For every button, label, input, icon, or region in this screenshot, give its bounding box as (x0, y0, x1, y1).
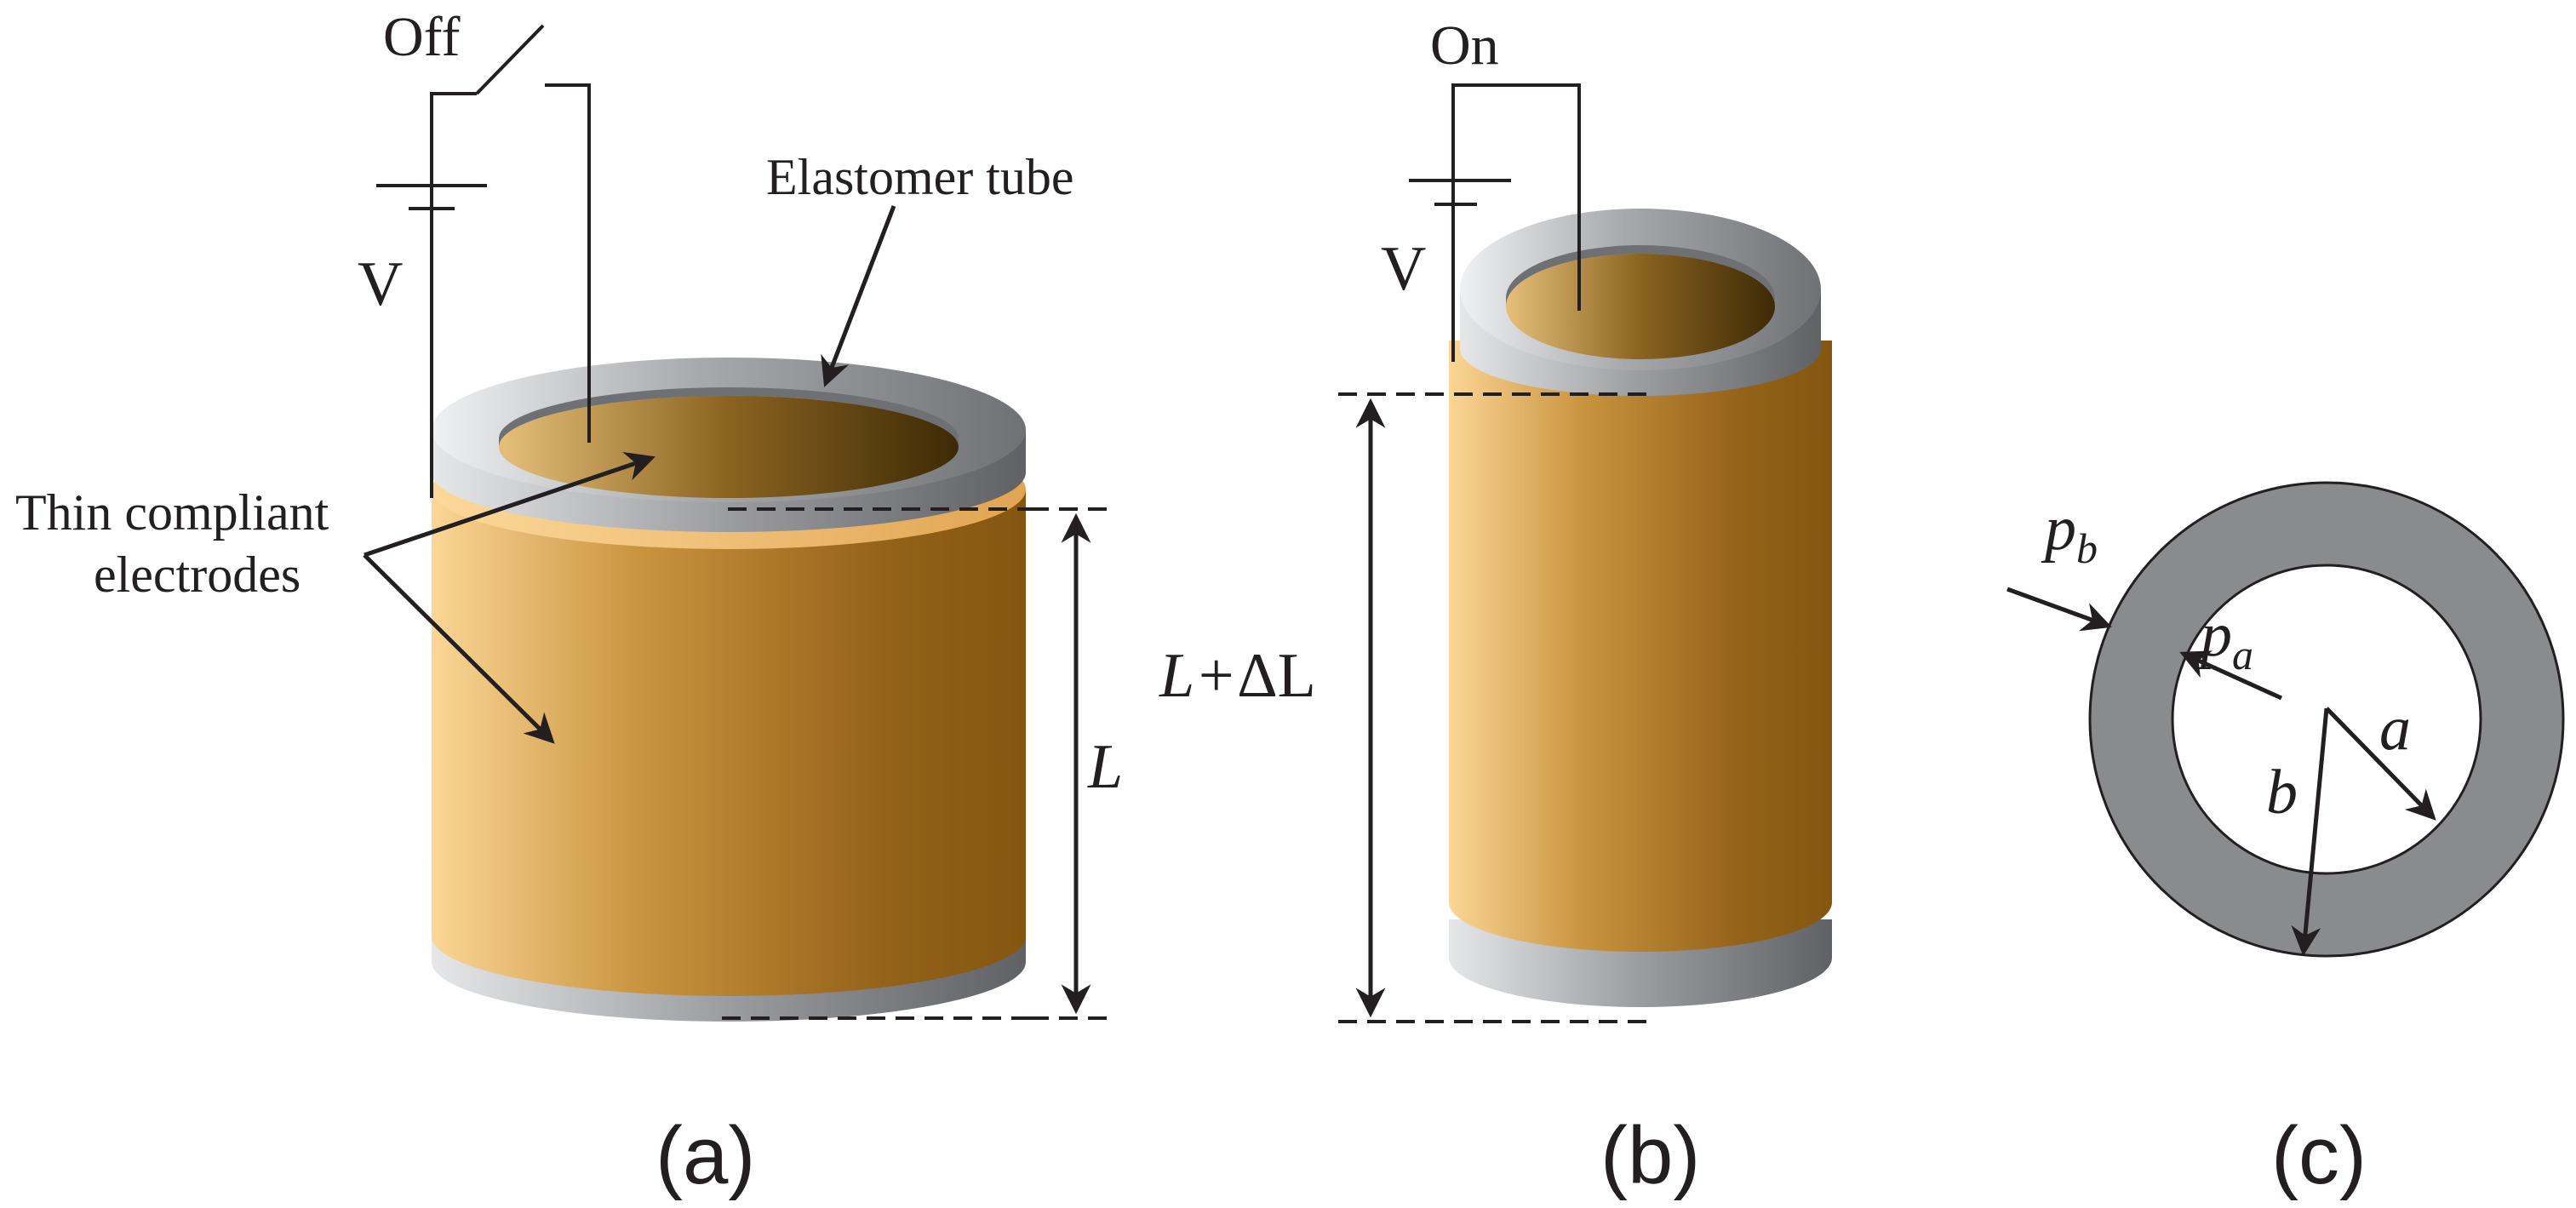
elastomer-tube-label: Elastomer tube (766, 149, 1074, 205)
panel-b: On V L+ΔL (b) (1159, 14, 1832, 1201)
electrode-label-line2: electrodes (94, 547, 301, 603)
outer-radius-label: b (2266, 758, 2298, 827)
tube-pointer-arrow (821, 205, 896, 387)
circuit-b (1409, 83, 1581, 362)
panel-c: pb pa a b (c) (2006, 481, 2565, 1201)
inner-pressure-arrow (2179, 650, 2283, 701)
inner-radius-label: a (2379, 694, 2411, 764)
outer-pressure-label: pb (2041, 494, 2098, 572)
caption-c: (c) (2271, 1110, 2367, 1201)
inner-electrode-surface-b (1506, 254, 1775, 359)
caption-b: (b) (1600, 1110, 1700, 1201)
voltage-label-a: V (358, 249, 403, 319)
caption-a: (a) (655, 1110, 755, 1201)
voltage-label-b: V (1381, 234, 1426, 304)
elastomer-tube-top-b (1460, 209, 1821, 396)
electrode-pointer-inner (364, 451, 655, 558)
inner-electrode-surface (499, 396, 959, 498)
switch-lever-open (475, 24, 545, 95)
circuit-a (376, 24, 591, 498)
length-label-main: L+ (1159, 641, 1237, 711)
switch-on-label: On (1430, 14, 1499, 77)
electrode-label-line1: Thin compliant (15, 484, 329, 541)
panel-a: Off V Elastomer tube Thin compliant elec… (15, 6, 1123, 1201)
switch-off-label: Off (383, 6, 460, 68)
extended-length-label: L+ΔL (1159, 641, 1316, 711)
outer-pressure-arrow (2006, 587, 2112, 632)
inner-radius-arrow (2325, 707, 2436, 821)
elastomer-tube-top (432, 358, 1026, 532)
inner-pressure-label: pa (2196, 600, 2253, 678)
outer-radius-arrow (2291, 707, 2329, 957)
length-label-delta: ΔL (1237, 641, 1316, 711)
electrode-pointer-outer (363, 553, 555, 744)
length-label: L (1087, 732, 1123, 802)
outer-electrode-cylinder-b (1449, 341, 1832, 952)
